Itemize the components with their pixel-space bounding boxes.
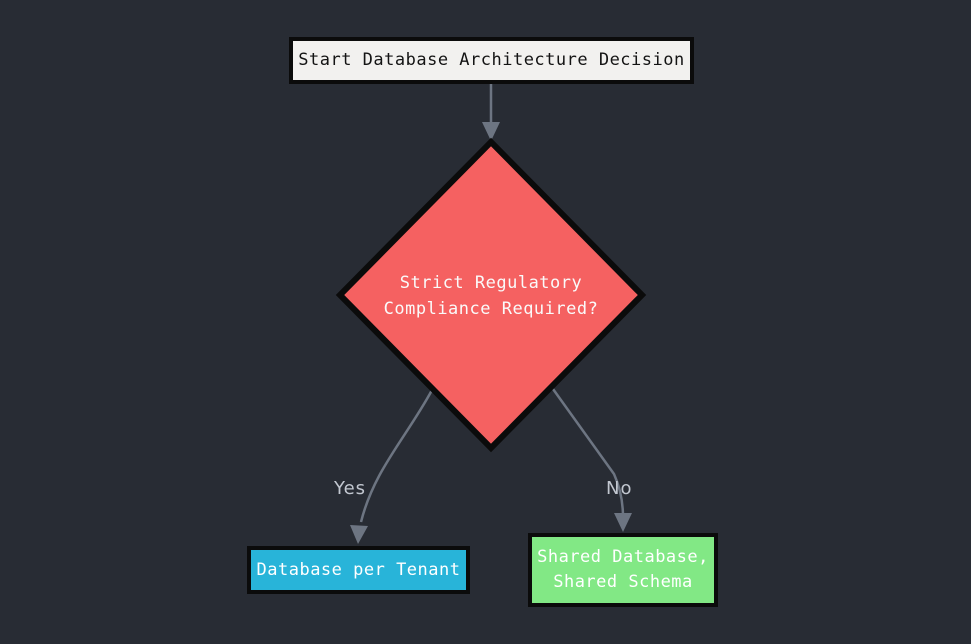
- decision-node-label: Strict Regulatory Compliance Required?: [341, 270, 641, 322]
- arrowhead-no-icon: [614, 513, 632, 532]
- db-per-tenant-label: Database per Tenant: [256, 559, 461, 580]
- arrowhead-start-to-decision-icon: [482, 122, 500, 141]
- start-node-label: Start Database Architecture Decision: [298, 50, 685, 70]
- decision-label-line1: Strict Regulatory: [399, 273, 583, 293]
- start-node: Start Database Architecture Decision: [289, 37, 694, 84]
- decision-diamond-shape: [335, 137, 647, 453]
- no-edge-label: No: [606, 478, 633, 499]
- edge-decision-no: [551, 388, 625, 518]
- yes-edge-label: Yes: [334, 478, 367, 499]
- arrowhead-yes-icon: [350, 525, 368, 544]
- db-per-tenant-node: Database per Tenant: [247, 546, 470, 594]
- shared-db-label-line1: Shared Database,: [537, 547, 709, 567]
- edge-decision-yes: [359, 389, 434, 523]
- shared-db-node: Shared Database, Shared Schema: [528, 533, 718, 607]
- decision-label-line2: Compliance Required?: [383, 299, 599, 319]
- shared-db-label-line2: Shared Schema: [553, 572, 693, 592]
